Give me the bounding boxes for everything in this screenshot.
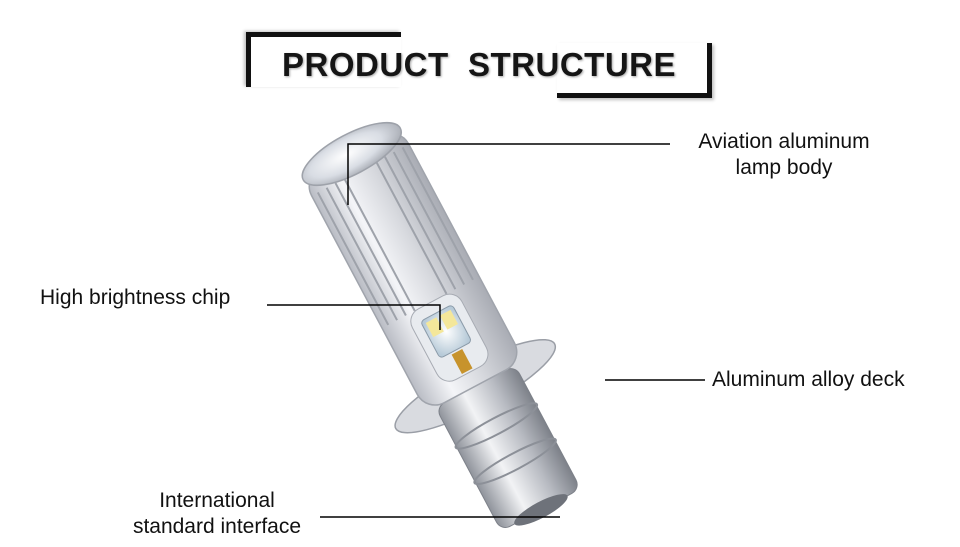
title-frame: PRODUCT STRUCTURE <box>246 32 712 98</box>
page-title: PRODUCT STRUCTURE <box>282 46 676 83</box>
title-bracket-bottom-right <box>557 43 712 98</box>
leader-line-chip <box>267 304 441 330</box>
leader-line-lamp-body <box>347 143 670 205</box>
label-chip: High brightness chip <box>40 286 231 309</box>
label-deck: Aluminum alloy deck <box>712 368 905 391</box>
title-bracket-top-left <box>246 32 401 87</box>
label-lamp-body-line2: lamp body <box>735 156 833 179</box>
label-lamp-body: Aviation aluminum lamp body <box>672 129 896 181</box>
label-lamp-body-line1: Aviation aluminum <box>698 130 870 153</box>
label-interface: International standard interface <box>106 488 328 540</box>
bulb-group <box>301 121 578 528</box>
label-interface-line2: standard interface <box>132 515 302 538</box>
label-interface-line1: International <box>159 489 275 512</box>
top-lens <box>301 121 402 187</box>
led-chip <box>421 305 471 358</box>
